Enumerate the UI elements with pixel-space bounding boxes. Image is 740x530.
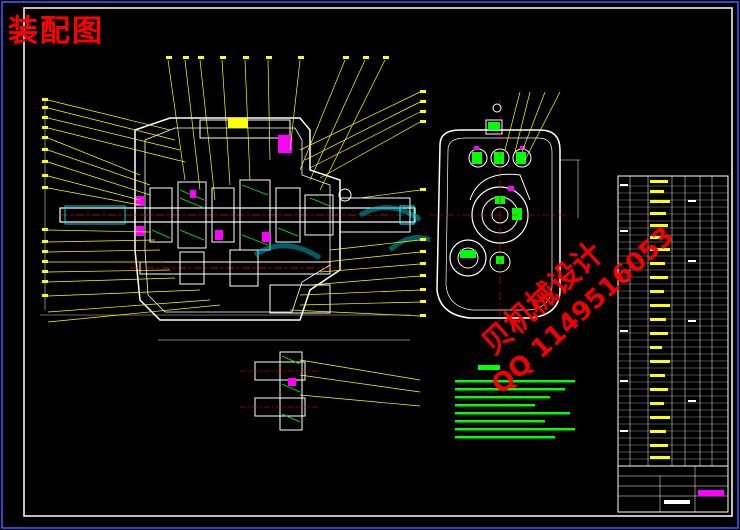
side-view: [430, 91, 580, 330]
leader-lines-right: [289, 91, 421, 407]
leader-lines-top: [167, 59, 386, 201]
title-block: [617, 465, 729, 513]
parts-list-table: [617, 175, 729, 467]
inner-frame: [23, 7, 733, 517]
drawing-title: 装配图: [8, 14, 104, 49]
technical-requirements: [455, 365, 575, 439]
main-section-view: [40, 100, 431, 341]
part-number-ticks: [42, 56, 426, 317]
detail-view: [240, 351, 320, 431]
leader-lines-left: [47, 99, 221, 323]
